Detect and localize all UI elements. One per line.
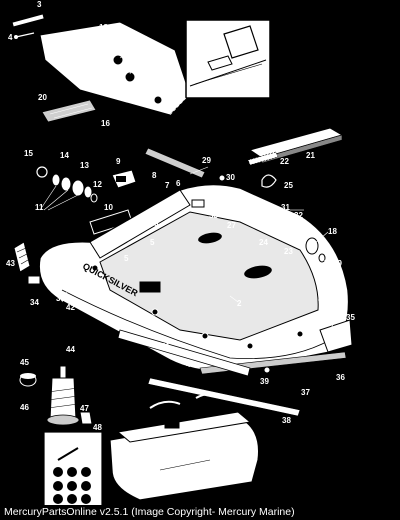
seat-part-21[interactable] [248, 127, 344, 164]
label-4: 4 [8, 33, 13, 42]
label-50: 50 [228, 473, 237, 482]
strap-part-22[interactable] [247, 151, 279, 166]
label-43: 43 [6, 259, 15, 268]
label-3: 3 [37, 0, 42, 9]
fitting-part-34[interactable] [27, 275, 41, 285]
image-caption: MercuryPartsOnline v2.5.1 (Image Copyrig… [4, 506, 295, 518]
label-23: 23 [284, 247, 293, 256]
label-42: 42 [66, 303, 75, 312]
label-44: 44 [66, 345, 75, 354]
label-18a: 18 [99, 23, 108, 32]
valve-assembly-parts-11-15[interactable] [36, 166, 98, 211]
label-34a: 34 [192, 188, 201, 197]
label-34b: 34 [30, 298, 39, 307]
label-47: 47 [80, 404, 89, 413]
strip-part-40[interactable] [117, 329, 251, 377]
fitting-part-33[interactable] [191, 199, 205, 208]
label-39: 39 [260, 377, 269, 386]
storage-bag-part-50[interactable] [109, 393, 260, 501]
valve-part-30[interactable] [218, 174, 226, 182]
rod-part-3[interactable] [11, 13, 45, 28]
pad-part-43[interactable] [13, 241, 31, 273]
label-14: 14 [60, 151, 69, 160]
label-5c: 5 [124, 254, 129, 263]
label-31: 31 [281, 203, 290, 212]
label-27: 27 [227, 221, 236, 230]
label-40: 40 [186, 360, 195, 369]
label-13: 13 [80, 161, 89, 170]
label-6: 6 [176, 179, 181, 188]
label-38: 38 [282, 416, 291, 425]
label-36: 36 [336, 373, 345, 382]
label-8: 8 [152, 171, 157, 180]
label-22: 22 [280, 157, 289, 166]
label-7: 7 [165, 181, 170, 190]
label-30: 30 [226, 173, 235, 182]
label-2: 2 [237, 299, 242, 308]
pin-part-4[interactable] [14, 32, 35, 39]
detail-inset [169, 19, 271, 116]
label-9: 9 [116, 157, 121, 166]
label-17: 17 [138, 35, 147, 44]
label-15: 15 [24, 149, 33, 158]
label-46: 46 [20, 403, 29, 412]
handle-part-25[interactable] [261, 174, 277, 188]
label-16: 16 [101, 119, 110, 128]
pad-part-20[interactable] [41, 99, 97, 123]
repair-kit-part-49[interactable] [43, 431, 103, 505]
label-19: 19 [333, 259, 342, 268]
label-12: 12 [93, 180, 102, 189]
label-24: 24 [259, 238, 268, 247]
pump-assembly-parts-44-48[interactable] [19, 365, 93, 426]
label-33b: 33 [56, 294, 65, 303]
oar-part-29[interactable] [144, 147, 206, 179]
label-37: 37 [301, 388, 310, 397]
label-35: 35 [346, 313, 355, 322]
label-45: 45 [20, 358, 29, 367]
exploded-parts-diagram: QUICKSILVER [6, 0, 355, 505]
label-49: 49 [50, 444, 59, 453]
label-25: 25 [284, 181, 293, 190]
label-28: 28 [185, 188, 194, 197]
strip-part-38[interactable] [147, 377, 301, 417]
label-33a: 33 [209, 211, 218, 220]
bow-valve-parts-18-19[interactable] [305, 237, 326, 263]
label-20: 20 [38, 93, 47, 102]
label-48: 48 [93, 423, 102, 432]
oarlock-part-9[interactable] [111, 169, 137, 189]
label-21: 21 [306, 151, 315, 160]
label-10: 10 [104, 203, 113, 212]
label-32: 32 [294, 211, 303, 220]
valve-part-39[interactable] [263, 366, 271, 374]
label-18b: 18 [328, 227, 337, 236]
label-5b: 5 [150, 238, 155, 247]
label-11: 11 [35, 203, 44, 212]
inflatable-boat-hull[interactable] [38, 183, 353, 375]
floor-board-part-16[interactable] [39, 21, 191, 116]
part-labels: 3 4 18 17 20 16 21 22 25 29 30 15 14 13 … [6, 0, 355, 482]
label-5a: 5 [154, 219, 159, 228]
leader-lines [61, 39, 339, 331]
label-29: 29 [202, 156, 211, 165]
label-1: 1 [336, 293, 341, 302]
label-26: 26 [229, 211, 238, 220]
label-41: 41 [161, 342, 170, 351]
